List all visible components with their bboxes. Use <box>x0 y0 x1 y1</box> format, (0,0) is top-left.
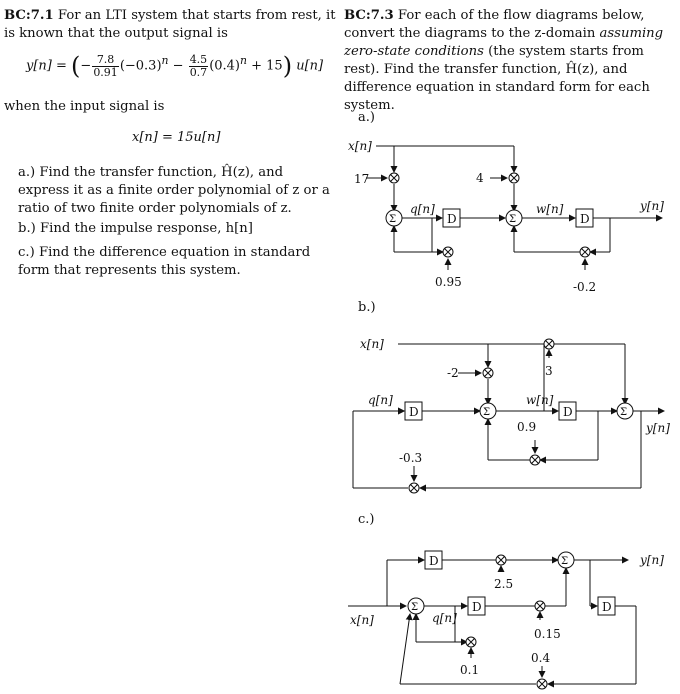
item-a: a.) Find the transfer function, Ĥ(z), an… <box>18 165 330 216</box>
delay-c3-text: D <box>602 600 612 614</box>
gain-b2: 3 <box>545 364 553 378</box>
delay-c2 <box>467 596 486 616</box>
gain-a1: 17 <box>354 172 369 186</box>
gain-a4: -0.2 <box>573 280 596 294</box>
diagram-c-output: y[n] <box>639 553 664 567</box>
summer-a2-symbol: Σ <box>509 214 516 225</box>
gain-b1: -2 <box>447 366 459 380</box>
summer-c1-symbol: Σ <box>411 602 418 613</box>
when-text: when the input signal is <box>4 99 165 114</box>
multiplier-a3 <box>442 246 454 258</box>
diagram-a-output: y[n] <box>639 199 664 213</box>
problem-7-1-intro: BC:7.1 For an LTI system that starts fro… <box>4 7 338 43</box>
multiplier-c2 <box>534 600 546 612</box>
summer-a1-symbol: Σ <box>389 214 396 225</box>
term-2: (0.4) <box>209 58 241 74</box>
item-c: c.) Find the difference equation in stan… <box>18 245 311 278</box>
term-3: + 15 <box>251 58 283 74</box>
diagram-a-label: a.) <box>358 110 375 125</box>
delay-a2 <box>575 208 594 228</box>
diagram-b-output: y[n] <box>645 421 670 435</box>
gain-b4: -0.3 <box>399 451 422 465</box>
gain-a3: 0.95 <box>435 275 462 289</box>
delay-a1 <box>442 208 461 228</box>
diagram-a-q: q[n] <box>410 202 435 216</box>
gain-c2: 0.15 <box>534 627 561 641</box>
multiplier-c1 <box>495 554 507 566</box>
summer-b2-symbol: Σ <box>620 407 627 418</box>
multiplier-b4 <box>408 482 420 494</box>
multiplier-c3 <box>465 636 477 648</box>
gain-a2: 4 <box>476 171 484 185</box>
input-equation: x[n] = 15u[n] <box>132 130 221 145</box>
summer-c1 <box>407 597 425 615</box>
gain-c1: 2.5 <box>494 577 513 591</box>
delay-b2 <box>558 401 577 421</box>
diagram-b-label: b.) <box>358 300 376 315</box>
gain-c3: 0.1 <box>460 663 479 677</box>
problem-7-3-intro: BC:7.3 For each of the flow diagrams bel… <box>344 8 664 113</box>
delay-b1 <box>404 401 423 421</box>
delay-b2-text: D <box>563 405 573 419</box>
delay-a1-text: D <box>447 212 457 226</box>
summer-b1 <box>479 402 497 420</box>
delay-c1 <box>424 550 443 570</box>
item-b: b.) Find the impulse response, h[n] <box>18 221 253 236</box>
diagram-c-input: x[n] <box>350 613 374 627</box>
multiplier-b2 <box>543 338 555 350</box>
diagram-a-w: w[n] <box>536 202 564 216</box>
intro-text: For an LTI system that starts from rest,… <box>4 8 336 41</box>
term-1: (−0.3) <box>119 58 162 74</box>
delay-c1-text: D <box>429 554 439 568</box>
summer-a2 <box>505 209 523 227</box>
diagram-c-label: c.) <box>358 512 375 527</box>
multiplier-a4 <box>579 246 591 258</box>
multiplier-b1 <box>482 367 494 379</box>
summer-c2-symbol: Σ <box>561 556 568 567</box>
problem-id: BC:7.3 <box>344 8 394 23</box>
summer-b2 <box>616 402 634 420</box>
diagram-b-w: w[n] <box>526 393 554 407</box>
unit-step: u[n] <box>296 58 324 74</box>
multiplier-c4 <box>536 678 548 690</box>
delay-b1-text: D <box>409 405 419 419</box>
summer-b1-symbol: Σ <box>483 407 490 418</box>
gain-c4: 0.4 <box>531 651 550 665</box>
problem-id: BC:7.1 <box>4 8 54 23</box>
multiplier-a2 <box>508 172 520 184</box>
diagram-b-input: x[n] <box>360 337 384 351</box>
eq-lhs: y[n] = <box>26 58 67 74</box>
delay-c2-text: D <box>472 600 482 614</box>
summer-a1 <box>385 209 403 227</box>
gain-b3: 0.9 <box>517 420 536 434</box>
delay-a2-text: D <box>580 212 590 226</box>
diagram-a-input: x[n] <box>348 139 372 153</box>
diagram-c-q: q[n] <box>432 611 457 625</box>
summer-c2 <box>557 551 575 569</box>
delay-c3 <box>597 596 616 616</box>
multiplier-b3 <box>529 454 541 466</box>
paren-close: ) <box>282 52 293 80</box>
diagram-b-q: q[n] <box>368 393 393 407</box>
multiplier-a1 <box>388 172 400 184</box>
paren-open: ( <box>71 52 81 80</box>
